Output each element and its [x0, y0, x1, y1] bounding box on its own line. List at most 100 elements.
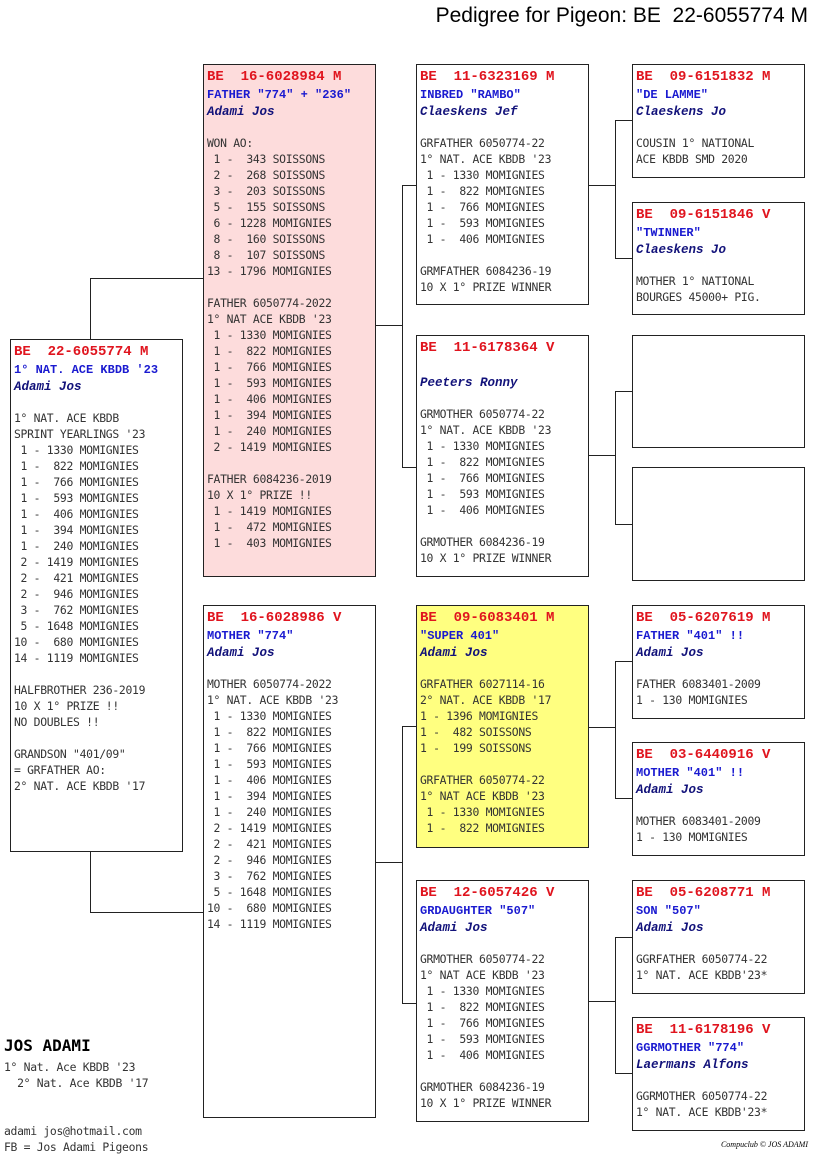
- page-title: Pedigree for Pigeon: BE 22-6055774 M: [435, 4, 808, 27]
- ring-number: BE 11-6178196 V: [636, 1022, 771, 1038]
- ring-number: BE 11-6323169 M: [420, 69, 555, 85]
- note-line: 13 - 1796 MOMIGNIES: [207, 264, 332, 278]
- ring-number: BE 16-6028984 M: [207, 69, 342, 85]
- note-line: 1 - 394 MOMIGNIES: [207, 789, 332, 803]
- note-line: 2 - 946 MOMIGNIES: [207, 853, 332, 867]
- note-line: 1 - 240 MOMIGNIES: [14, 539, 139, 553]
- note-line: 1° NAT. ACE KBDB'23*: [636, 968, 768, 982]
- ring-number: BE 16-6028986 V: [207, 610, 342, 626]
- connector-line: [615, 391, 632, 392]
- note-line: 1 - 593 MOMIGNIES: [420, 487, 545, 501]
- note-line: 1 - 593 MOMIGNIES: [207, 376, 332, 390]
- connector-line: [615, 937, 632, 938]
- connector-line: [615, 798, 632, 799]
- owner-name: Adami Jos: [636, 783, 704, 797]
- breeder-facebook: FB = Jos Adami Pigeons: [4, 1140, 149, 1154]
- connector-line: [402, 467, 416, 468]
- note-line: 1 - 822 MOMIGNIES: [420, 455, 545, 469]
- connector-line: [376, 862, 402, 863]
- pigeon-card-ggp-4[interactable]: [632, 467, 805, 581]
- owner-name: Laermans Alfons: [636, 1058, 749, 1072]
- note-line: 10 X 1° PRIZE !!: [207, 488, 312, 502]
- note-line: 1 - 403 MOMIGNIES: [207, 536, 332, 550]
- breeder-email[interactable]: adami jos@hotmail.com: [4, 1124, 142, 1138]
- note-line: 1 - 593 MOMIGNIES: [207, 757, 332, 771]
- note-line: [420, 247, 588, 263]
- note-line: 1 - 406 MOMIGNIES: [420, 503, 545, 517]
- note-line: 1° NAT ACE KBDB '23: [420, 968, 545, 982]
- pigeon-name: MOTHER "774": [207, 629, 294, 643]
- note-line: [420, 756, 588, 772]
- pigeon-name: "TWINNER": [636, 226, 701, 240]
- note-line: 2° NAT. ACE KBDB '17: [14, 779, 146, 793]
- note-line: 1 - 766 MOMIGNIES: [420, 200, 545, 214]
- ring-number: BE 12-6057426 V: [420, 885, 555, 901]
- connector-line: [402, 185, 416, 186]
- connector-line: [615, 258, 632, 259]
- ring-number: BE 09-6083401 M: [420, 610, 555, 626]
- note-line: 1 - 822 MOMIGNIES: [207, 725, 332, 739]
- owner-name: Adami Jos: [14, 380, 82, 394]
- note-line: 2 - 1419 MOMIGNIES: [207, 821, 332, 835]
- note-line: 2° NAT. ACE KBDB '17: [420, 693, 552, 707]
- note-line: 1 - 1330 MOMIGNIES: [420, 168, 545, 182]
- breeder-achievement: 1° Nat. Ace KBDB '23: [4, 1060, 136, 1074]
- note-line: 1 - 822 MOMIGNIES: [420, 821, 545, 835]
- pigeon-card-ggp-3[interactable]: [632, 335, 805, 448]
- note-line: GRMFATHER 6084236-19: [420, 264, 552, 278]
- note-line: 8 - 107 SOISSONS: [207, 248, 326, 262]
- note-line: ACE KBDB SMD 2020: [636, 152, 748, 166]
- connector-line: [376, 325, 402, 326]
- note-line: 3 - 762 MOMIGNIES: [14, 603, 139, 617]
- note-line: 1 - 406 MOMIGNIES: [14, 507, 139, 521]
- note-line: 1 - 766 MOMIGNIES: [207, 360, 332, 374]
- note-line: 1 - 199 SOISSONS: [420, 741, 532, 755]
- pigeon-name: GGRMOTHER "774": [636, 1041, 745, 1055]
- connector-line: [90, 278, 203, 279]
- note-line: [14, 730, 182, 746]
- note-line: 2 - 946 MOMIGNIES: [14, 587, 139, 601]
- note-line: 1° NAT. ACE KBDB'23*: [636, 1105, 768, 1119]
- note-line: GGRMOTHER 6050774-22: [636, 1089, 768, 1103]
- owner-name: Claeskens Jef: [420, 105, 518, 119]
- pigeon-name: "SUPER 401": [420, 629, 500, 643]
- note-line: 1 - 240 MOMIGNIES: [207, 805, 332, 819]
- owner-name: Claeskens Jo: [636, 243, 727, 257]
- note-line: 1 - 1396 MOMIGNIES: [420, 709, 539, 723]
- note-line: 1 - 394 MOMIGNIES: [14, 523, 139, 537]
- note-line: 2 - 268 SOISSONS: [207, 168, 326, 182]
- note-line: 3 - 203 SOISSONS: [207, 184, 326, 198]
- breeder-name: JOS ADAMI: [4, 1036, 91, 1055]
- note-line: MOTHER 6083401-2009: [636, 814, 761, 828]
- note-line: 1 - 472 MOMIGNIES: [207, 520, 332, 534]
- pigeon-name: "DE LAMME": [636, 88, 709, 102]
- note-line: 1 - 593 MOMIGNIES: [14, 491, 139, 505]
- note-line: 1 - 406 MOMIGNIES: [420, 1048, 545, 1062]
- note-line: 1° NAT. ACE KBDB '23: [420, 423, 552, 437]
- note-line: 6 - 1228 MOMIGNIES: [207, 216, 332, 230]
- note-line: 1 - 766 MOMIGNIES: [420, 1016, 545, 1030]
- note-line: GRMOTHER 6050774-22: [420, 952, 545, 966]
- note-line: FATHER 6050774-2022: [207, 296, 332, 310]
- pigeon-card-ggp-8[interactable]: BE 11-6178196 V GGRMOTHER "774" Laermans A…: [632, 1017, 805, 1131]
- note-line: 1 - 394 MOMIGNIES: [207, 408, 332, 422]
- note-line: MOTHER 1° NATIONAL: [636, 274, 755, 288]
- note-line: HALFBROTHER 236-2019: [14, 683, 146, 697]
- note-line: 10 X 1° PRIZE WINNER: [420, 551, 552, 565]
